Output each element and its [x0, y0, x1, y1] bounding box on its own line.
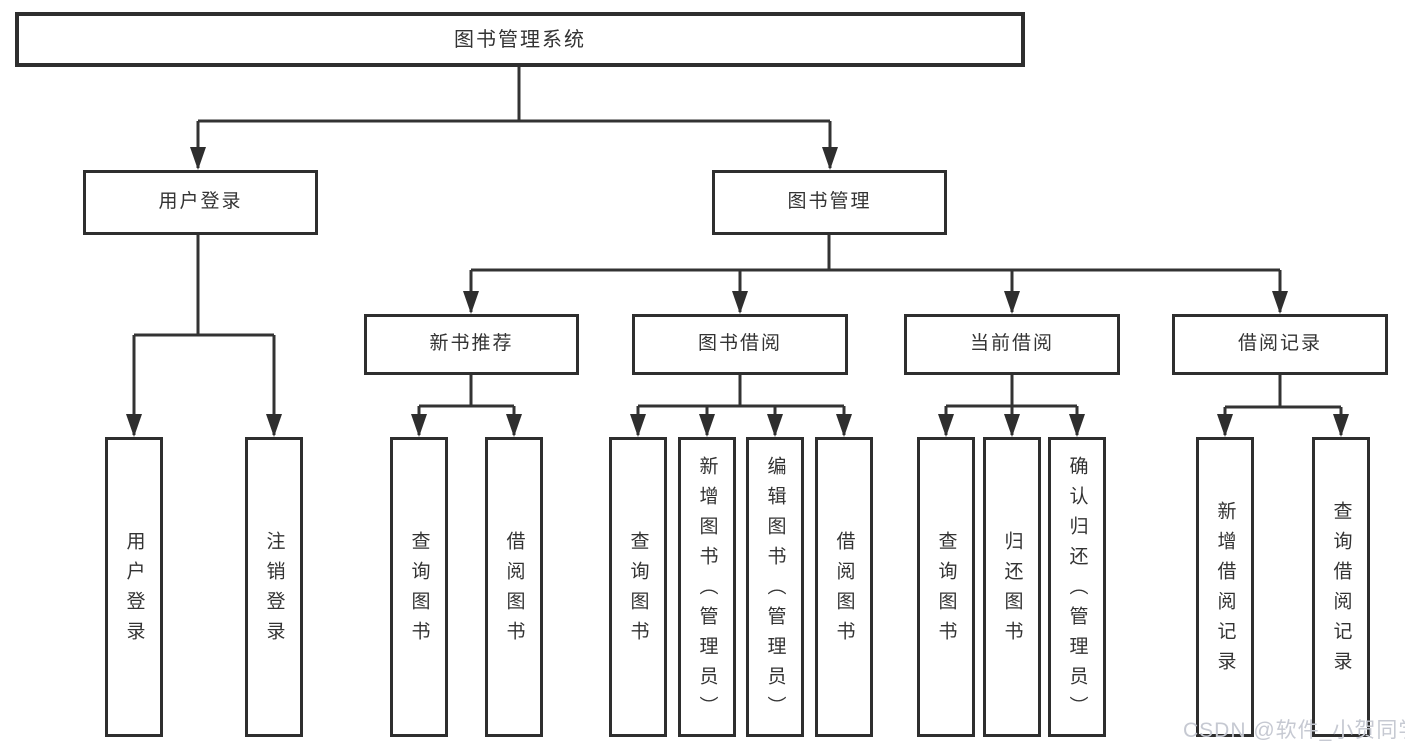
arrow-down-icon	[1069, 414, 1085, 437]
leaf-borrow-books: 借阅图书	[815, 437, 873, 737]
arrow-down-icon	[938, 414, 954, 437]
node-user-login: 用户登录	[83, 170, 318, 235]
arrow-down-icon	[767, 414, 783, 437]
arrow-down-icon	[463, 291, 479, 314]
arrow-down-icon	[266, 414, 282, 437]
leaf-query-books-current: 查询图书	[917, 437, 975, 737]
leaf-query-books-borrow: 查询图书	[609, 437, 667, 737]
arrow-down-icon	[411, 414, 427, 437]
node-new-book-recommend: 新书推荐	[364, 314, 579, 375]
leaf-query-books-recommend: 查询图书	[390, 437, 448, 737]
arrow-down-icon	[1217, 414, 1233, 437]
arrow-down-icon	[1272, 291, 1288, 314]
arrow-down-icon	[1004, 291, 1020, 314]
arrow-down-icon	[1004, 414, 1020, 437]
node-current-borrow: 当前借阅	[904, 314, 1120, 375]
leaf-edit-book-admin: 编辑图书（管理员）	[746, 437, 804, 737]
leaf-borrow-books-recommend: 借阅图书	[485, 437, 543, 737]
leaf-logout: 注销登录	[245, 437, 303, 737]
arrow-down-icon	[506, 414, 522, 437]
arrow-down-icon	[732, 291, 748, 314]
node-borrow-records: 借阅记录	[1172, 314, 1388, 375]
node-root: 图书管理系统	[15, 12, 1025, 67]
leaf-confirm-return-admin: 确认归还（管理员）	[1048, 437, 1106, 737]
leaf-return-book: 归还图书	[983, 437, 1041, 737]
watermark: CSDN @软件_小贺同学	[1183, 719, 1405, 742]
leaf-add-borrow-record: 新增借阅记录	[1196, 437, 1254, 737]
arrow-down-icon	[822, 147, 838, 170]
leaf-query-borrow-record: 查询借阅记录	[1312, 437, 1370, 737]
arrow-down-icon	[630, 414, 646, 437]
arrow-down-icon	[699, 414, 715, 437]
arrow-down-icon	[126, 414, 142, 437]
arrow-down-icon	[190, 147, 206, 170]
leaf-add-book-admin: 新增图书（管理员）	[678, 437, 736, 737]
arrow-down-icon	[836, 414, 852, 437]
node-book-management: 图书管理	[712, 170, 947, 235]
arrow-down-icon	[1333, 414, 1349, 437]
node-book-borrow: 图书借阅	[632, 314, 848, 375]
leaf-user-login: 用户登录	[105, 437, 163, 737]
